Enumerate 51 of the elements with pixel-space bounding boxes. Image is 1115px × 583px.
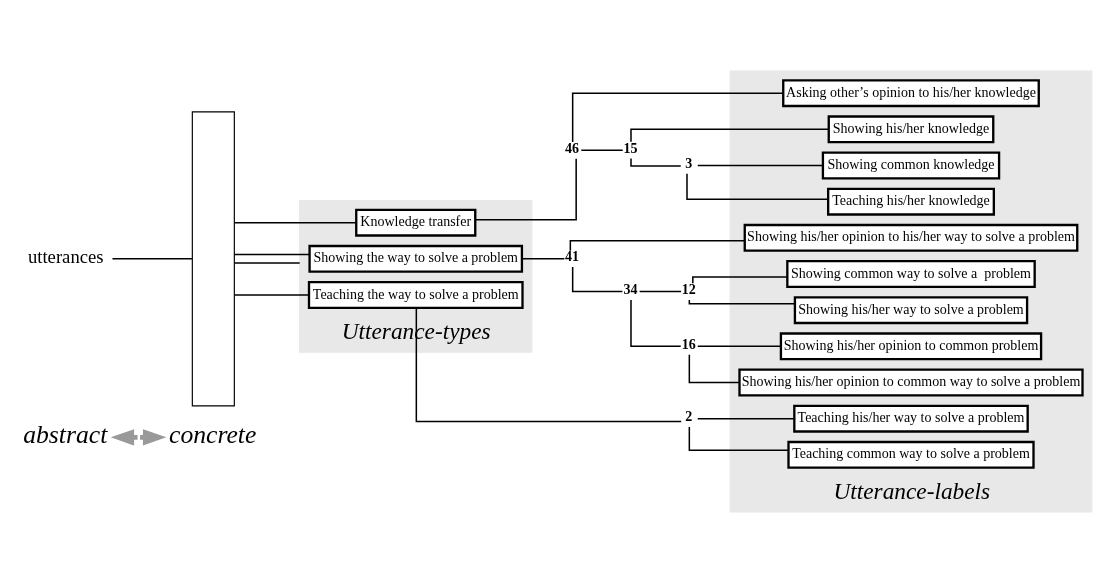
- node-box: [191, 111, 235, 407]
- node-box: Showing the way to solve a problem: [308, 244, 524, 273]
- connector: [415, 307, 682, 423]
- connector: [697, 345, 782, 348]
- connector: [697, 164, 824, 167]
- node-box: Showing his/her opinion to common problem: [779, 332, 1043, 361]
- connector: [688, 299, 796, 305]
- connector: [638, 290, 682, 293]
- node-box: Teaching his/her knowledge: [827, 187, 995, 216]
- node-box: Teaching his/her way to solve a problem: [793, 404, 1029, 433]
- connector: [630, 128, 830, 143]
- node-box: Showing his/her knowledge: [827, 115, 995, 144]
- node-text: abstract: [23, 419, 108, 449]
- connector: [630, 157, 682, 167]
- connector: [580, 149, 624, 152]
- connector: [233, 221, 357, 224]
- connector: [697, 417, 795, 420]
- node-box: Teaching the way to solve a problem: [307, 281, 524, 309]
- node-text: 12: [681, 281, 696, 297]
- connector: [569, 240, 746, 252]
- arrow: [110, 429, 167, 446]
- connector: [111, 258, 193, 260]
- node-text: 2: [685, 409, 693, 425]
- node-box: Teaching common way to solve a problem: [787, 440, 1035, 469]
- node-box: Showing his/her opinion to common way to solve a problem: [738, 368, 1084, 397]
- node-box: Knowledge transfer: [355, 208, 477, 237]
- node-box: Asking other’s opinion to his/her knowledge: [782, 79, 1040, 108]
- connector: [474, 158, 577, 221]
- connector: [521, 258, 566, 260]
- node-text: 16: [681, 336, 696, 352]
- node-box: Showing his/her way to solve a problem: [793, 296, 1029, 325]
- node-text: utterances: [27, 246, 104, 268]
- node-text: 41: [565, 249, 580, 265]
- node-box: Showing common way to solve a problem: [786, 260, 1036, 288]
- connector: [688, 353, 740, 384]
- connector: [630, 299, 682, 348]
- node-box: Showing his/her opinion to his/her way to solve a problem: [743, 223, 1079, 252]
- node-text: 3: [685, 155, 693, 171]
- node-text: 15: [623, 140, 638, 156]
- connector: [688, 426, 790, 451]
- node-box: Showing common knowledge: [821, 151, 1001, 180]
- node-text: 46: [565, 140, 580, 156]
- connector: [686, 172, 829, 201]
- connector: [233, 262, 301, 264]
- connector: [233, 294, 310, 296]
- connector: [571, 266, 624, 293]
- node-text: 34: [623, 281, 638, 297]
- connector: [233, 253, 311, 256]
- connector: [692, 276, 788, 284]
- connector: [571, 92, 784, 143]
- node-text: concrete: [169, 419, 257, 449]
